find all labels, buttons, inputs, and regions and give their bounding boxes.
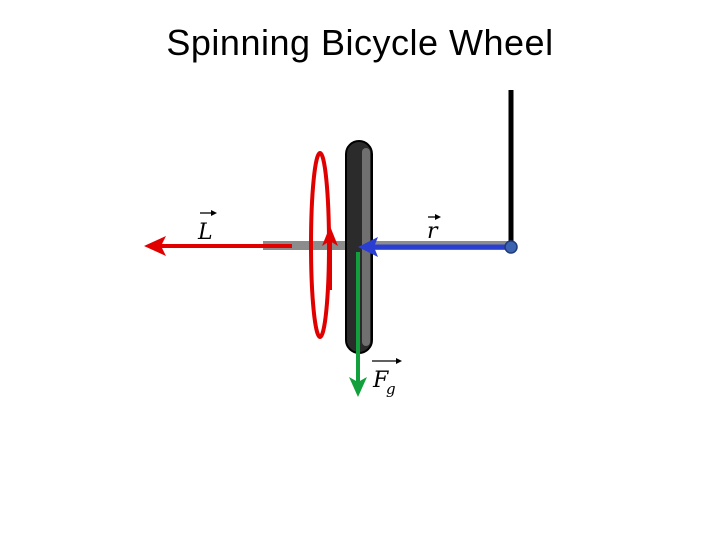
pivot-point <box>504 240 518 254</box>
svg-text:L: L <box>197 220 213 245</box>
rotation-arrowhead <box>322 226 338 246</box>
gravity-label: F g <box>372 358 402 398</box>
slide-title: Spinning Bicycle Wheel <box>166 22 554 63</box>
angular-momentum-label: L <box>197 210 217 245</box>
position-arrowhead <box>358 237 378 257</box>
svg-text:r: r <box>427 219 439 244</box>
gravity-arrowhead <box>349 377 367 397</box>
svg-text:g: g <box>386 380 396 398</box>
angular-momentum-arrowhead <box>144 236 166 256</box>
position-label: r <box>427 214 441 244</box>
svg-text:F: F <box>372 368 389 393</box>
